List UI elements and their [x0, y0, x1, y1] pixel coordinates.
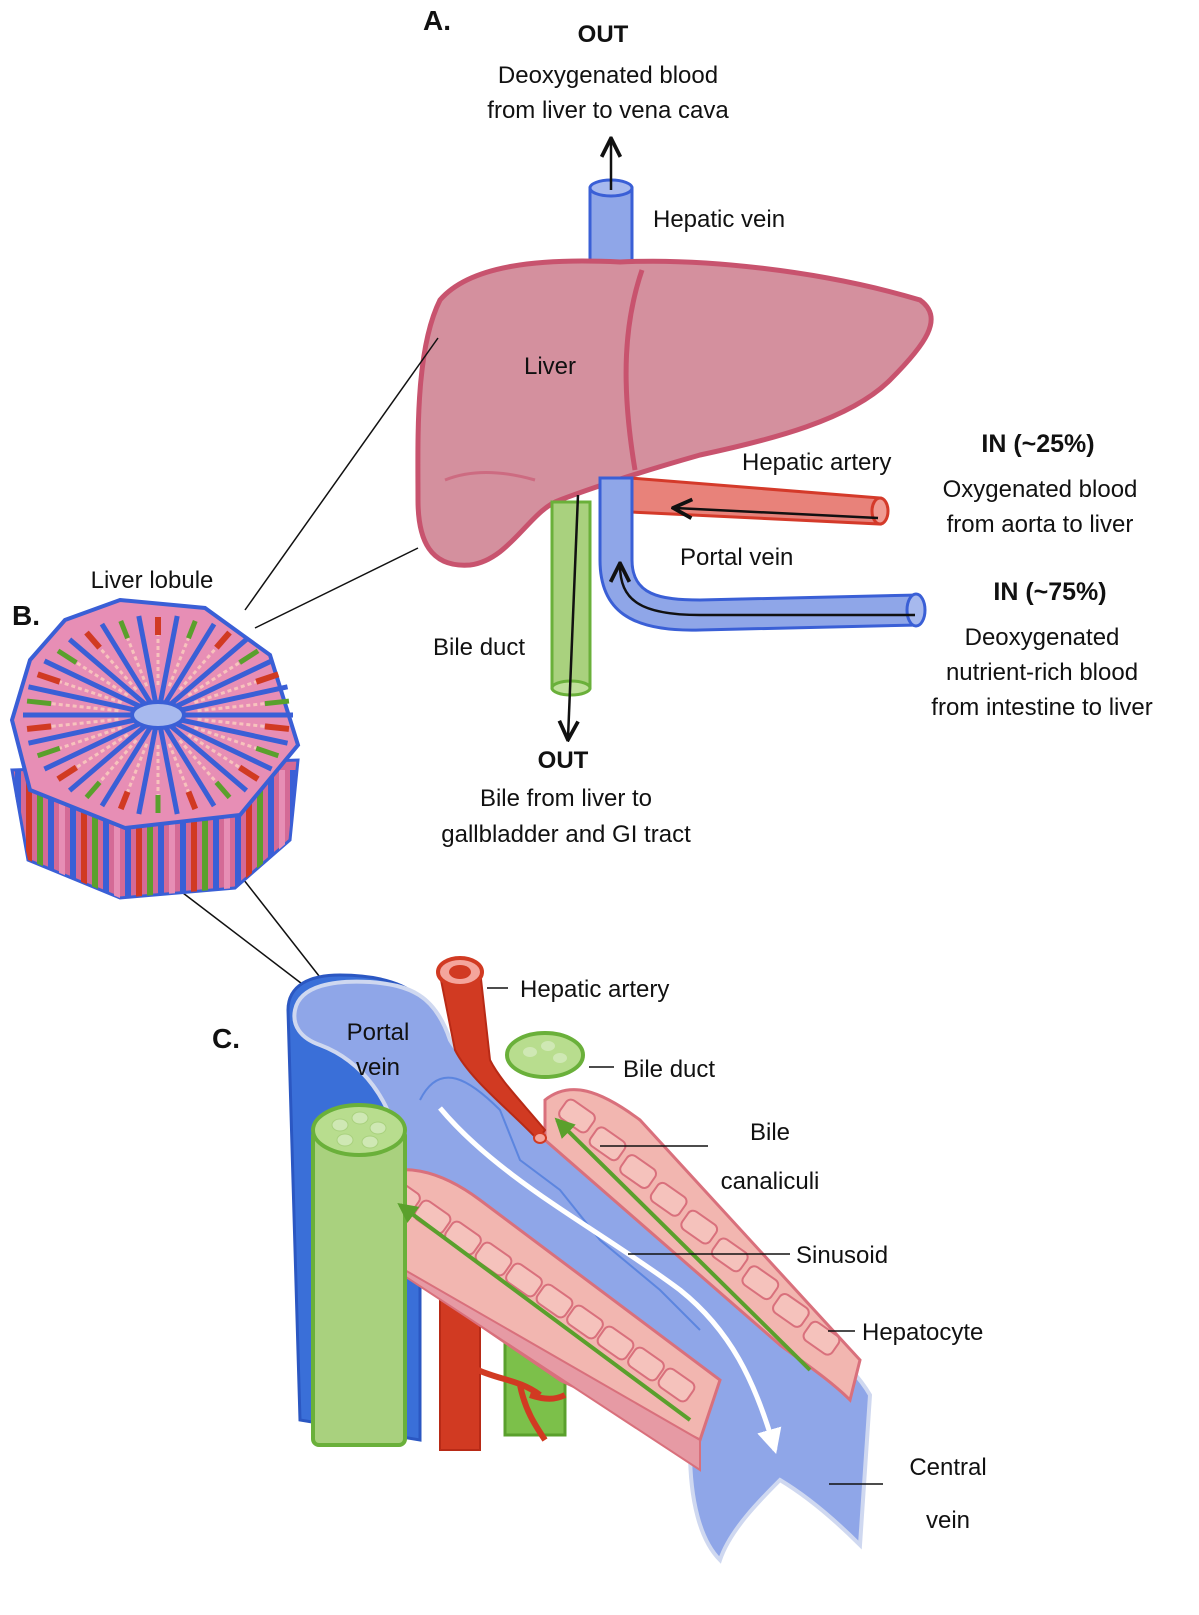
panel-c-letter: C.: [212, 1023, 240, 1054]
portal-vein-c-line1: Portal: [347, 1019, 410, 1046]
liver-lobule: [12, 600, 298, 910]
bile-canaliculi-line1: Bile: [750, 1119, 790, 1146]
out-top-line2: from liver to vena cava: [487, 97, 729, 124]
out-top-line1: Deoxygenated blood: [498, 62, 718, 89]
hepatic-vein-label: Hepatic vein: [653, 206, 785, 233]
hepatic-artery-label: Hepatic artery: [742, 449, 891, 476]
hepatocyte-label: Hepatocyte: [862, 1319, 983, 1346]
in-portal-line3: from intestine to liver: [931, 694, 1152, 721]
bile-duct-column: [313, 1105, 405, 1445]
bile-duct-label: Bile duct: [433, 634, 525, 661]
central-vein-line1: Central: [909, 1454, 986, 1481]
liver-label: Liver: [524, 353, 576, 380]
in-artery-line1: Oxygenated blood: [943, 476, 1138, 503]
out-bottom-heading: OUT: [538, 747, 589, 774]
bile-canaliculi-line2: canaliculi: [721, 1168, 820, 1195]
portal-vein-c-line2: vein: [356, 1054, 400, 1081]
panel-b: B. Liver lobule: [12, 567, 298, 910]
liver-lobule-label: Liver lobule: [91, 567, 214, 594]
panel-b-letter: B.: [12, 600, 40, 631]
lobule-central-vein: [132, 702, 184, 728]
central-vein-line2: vein: [926, 1507, 970, 1534]
bile-duct-top: [507, 1033, 583, 1077]
hepatic-artery-c-label: Hepatic artery: [520, 976, 669, 1003]
hepatic-vein-tube: [590, 180, 632, 270]
panel-a: A. OUT Deoxygenated blood from liver to …: [418, 5, 1153, 848]
panel-a-letter: A.: [423, 5, 451, 36]
in-artery-heading: IN (~25%): [981, 430, 1094, 458]
sinusoid-label: Sinusoid: [796, 1242, 888, 1269]
panel-c: C.: [212, 958, 987, 1560]
portal-vein-label: Portal vein: [680, 544, 793, 571]
in-portal-line1: Deoxygenated: [965, 624, 1120, 651]
bile-duct-c-label: Bile duct: [623, 1056, 715, 1083]
in-portal-line2: nutrient-rich blood: [946, 659, 1138, 686]
out-top-heading: OUT: [578, 21, 629, 48]
out-bottom-line1: Bile from liver to: [480, 785, 652, 812]
in-artery-line2: from aorta to liver: [947, 511, 1134, 538]
in-portal-heading: IN (~75%): [993, 578, 1106, 606]
out-bottom-line2: gallbladder and GI tract: [441, 821, 691, 848]
